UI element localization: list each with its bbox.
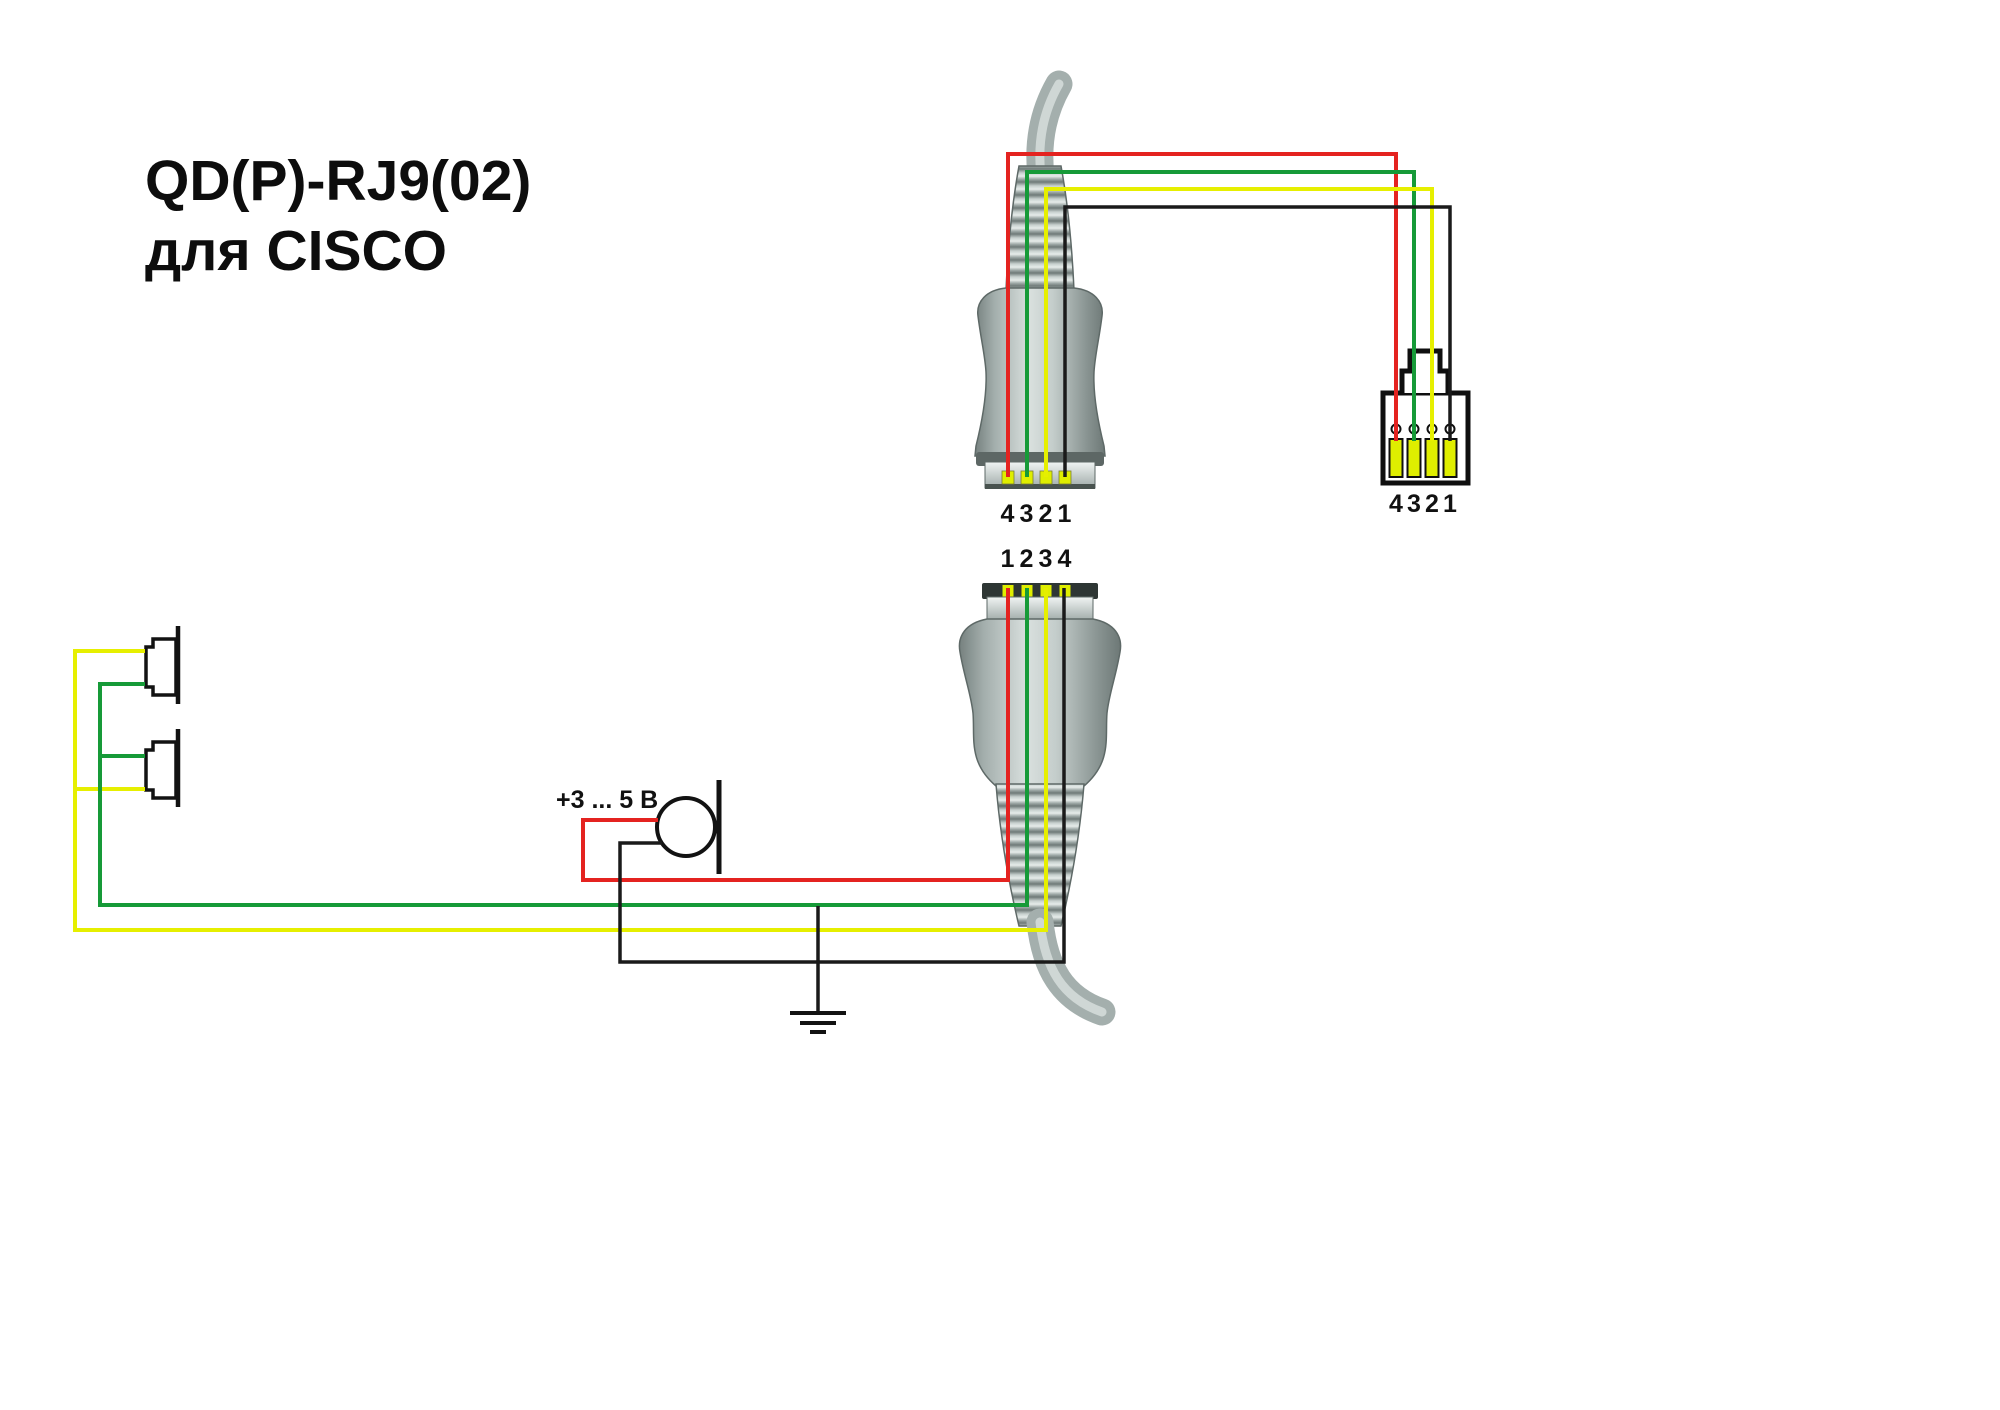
qd-bottom-strain-relief <box>995 783 1085 927</box>
microphone <box>655 780 722 874</box>
pin-label: 3 <box>1038 545 1053 573</box>
qd-bottom-body <box>958 618 1122 787</box>
diagram-title-line1: QD(P)-RJ9(02) <box>145 149 532 213</box>
pin-label: 2 <box>1425 490 1439 518</box>
qd-plug-bottom <box>958 583 1122 927</box>
headset-cable-top <box>1026 70 1073 190</box>
rj9-pin-labels: 4 3 2 1 <box>1387 490 1459 519</box>
pin-label: 2 <box>1019 545 1034 573</box>
qd-top-pin-labels: 4 3 2 1 <box>998 500 1074 529</box>
pin-label: 4 <box>1389 490 1403 518</box>
ground-symbol <box>790 1011 846 1034</box>
wire-red-top <box>1006 152 1398 477</box>
diagram-title-line2: для CISCO <box>145 219 448 283</box>
wires <box>73 152 1452 1013</box>
pin-label: 2 <box>1038 500 1053 528</box>
wire-yellow-top <box>1044 187 1434 477</box>
pin-label: 4 <box>1057 545 1072 573</box>
headset-cable-bottom <box>1026 908 1116 1026</box>
pin-label: 4 <box>1000 500 1015 528</box>
pin-label: 1 <box>1057 500 1072 528</box>
wire-red-bottom <box>581 588 1010 882</box>
pin-label: 3 <box>1407 490 1421 518</box>
speaker-left-bottom <box>144 729 181 807</box>
rj9-latch <box>1399 348 1451 393</box>
pin-label: 1 <box>1443 490 1457 518</box>
qd-top-contacts <box>1001 470 1072 485</box>
qd-plug-top <box>974 165 1106 489</box>
wire-green-top <box>1025 170 1416 477</box>
wire-yellow-bottom <box>73 588 1048 932</box>
diagram-title: QD(P)-RJ9(02) для CISCO <box>145 146 531 286</box>
qd-bottom-pin-labels: 1 2 3 4 <box>998 545 1074 574</box>
qd-top-body <box>974 287 1106 457</box>
speaker-left-top <box>144 626 181 704</box>
mic-voltage-label: +3 ... 5 В <box>556 786 659 814</box>
pin-label: 1 <box>1000 545 1015 573</box>
wire-green-bottom <box>98 588 1029 907</box>
pin-label: 3 <box>1019 500 1034 528</box>
wire-black-bottom <box>618 588 1066 964</box>
wire-black-top <box>1063 205 1452 477</box>
